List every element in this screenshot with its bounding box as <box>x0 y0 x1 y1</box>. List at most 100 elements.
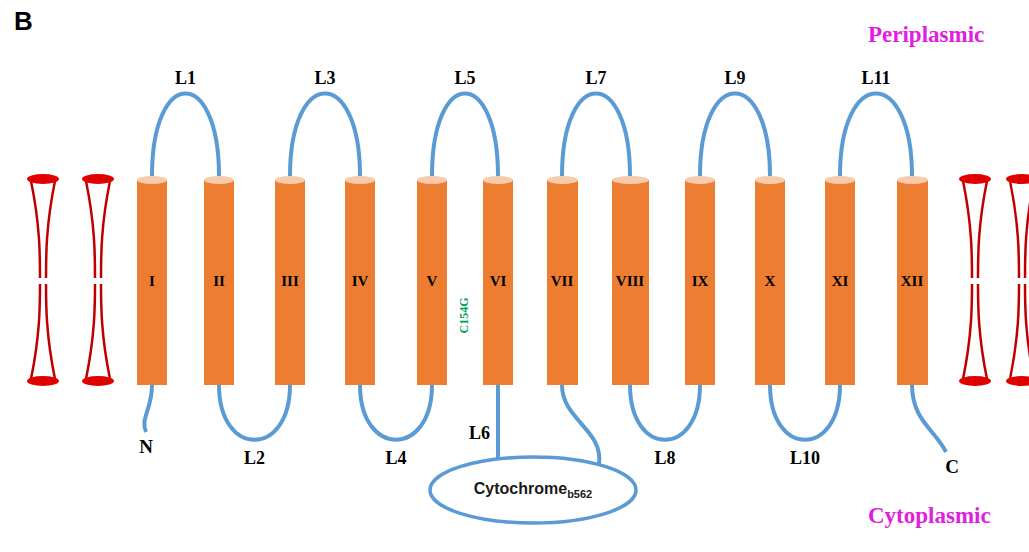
lipid-tail <box>46 284 55 379</box>
domain-name: Cytochrome <box>474 480 567 497</box>
loop-connector <box>290 94 360 177</box>
cylinder-cap <box>685 176 715 184</box>
ellipse-outline <box>430 457 636 523</box>
helix-number: IX <box>692 273 709 289</box>
loop-connector <box>152 94 219 177</box>
cylinder-cap <box>755 176 785 184</box>
helix-number: IV <box>352 273 369 289</box>
text-group: IV <box>352 272 369 290</box>
loop-label-wrap: L8 <box>654 448 675 469</box>
mutation-label-wrap: C154G <box>446 305 482 323</box>
loop-label-wrap: L9 <box>724 68 745 89</box>
loop-connector <box>562 385 599 465</box>
panel-letter: B <box>14 6 33 37</box>
loop-label: L3 <box>314 68 335 88</box>
lipid-tail <box>1010 181 1019 278</box>
cylinder-body <box>204 180 234 385</box>
loop-label: L1 <box>175 68 196 88</box>
lipid-tail <box>31 284 40 379</box>
text-group: IX <box>692 272 709 290</box>
lipid-head <box>27 174 59 184</box>
helix-number: X <box>765 273 776 289</box>
text-group: Cytochromeb562 <box>474 480 592 500</box>
cylinder-body <box>483 180 513 385</box>
loop-connector <box>770 385 840 440</box>
lipid-tail <box>1025 181 1029 278</box>
text-group: VI <box>490 272 507 290</box>
cylinder-cap <box>137 176 167 184</box>
cylinder-body <box>825 180 855 385</box>
loop-label: L6 <box>469 423 490 443</box>
cylinder-cap <box>825 176 855 184</box>
terminus-label-wrap: C <box>945 456 959 478</box>
text-group: X <box>765 272 776 290</box>
cylinder-cap <box>204 176 234 184</box>
terminus-label-wrap: N <box>139 436 153 458</box>
loop-label: L4 <box>385 448 406 468</box>
cylinder-body <box>612 180 649 385</box>
terminus-label: C <box>945 456 959 478</box>
lipid-head <box>1006 174 1029 184</box>
loop-label-wrap: L2 <box>244 448 265 469</box>
text-group: VIII <box>616 272 644 290</box>
helix-number: XII <box>901 273 924 289</box>
loop-label-wrap: L5 <box>454 68 475 89</box>
loop-label: L11 <box>861 68 890 88</box>
helix-cylinder: III <box>275 176 305 385</box>
loop-label-wrap: L4 <box>385 448 406 469</box>
region-label: Periplasmic <box>868 22 984 48</box>
lipid-tail <box>1025 284 1029 379</box>
loop-connector <box>219 385 290 440</box>
domain-subscript: b562 <box>567 488 592 500</box>
helix-number: VII <box>551 273 574 289</box>
helix-cylinder: V <box>417 176 447 385</box>
fusion-domain-ellipse: Cytochromeb562 <box>428 455 638 525</box>
text-group: XI <box>832 272 849 290</box>
helix-cylinder: VI <box>483 176 513 385</box>
cylinder-body <box>137 180 167 385</box>
text-group: V <box>427 272 438 290</box>
helix-number: V <box>427 273 438 289</box>
loop-connector <box>360 385 432 440</box>
helix-number: VIII <box>616 273 644 289</box>
c-terminus-tail <box>912 385 946 452</box>
lipid-tail <box>101 284 110 379</box>
cylinder-body <box>345 180 375 385</box>
n-terminus-tail <box>144 385 152 432</box>
cylinder-cap <box>547 176 578 184</box>
text-group: II <box>213 272 225 290</box>
cylinder-body <box>417 180 447 385</box>
cylinder-cap <box>275 176 305 184</box>
mutation-label: C154G <box>457 297 472 333</box>
lipid-tail <box>978 181 987 278</box>
cylinder-cap <box>612 176 649 184</box>
lipid-tail <box>46 181 55 278</box>
helix-number: XI <box>832 273 849 289</box>
loop-label-wrap: L6 <box>469 423 490 444</box>
terminus-label: N <box>139 436 153 458</box>
helix-cylinder: X <box>755 176 785 385</box>
loop-label-wrap: L11 <box>861 68 890 89</box>
text-group: VII <box>551 272 574 290</box>
loop-connector <box>700 94 770 177</box>
helix-cylinder: IV <box>345 176 375 385</box>
cylinder-cap <box>483 176 513 184</box>
lipid-head <box>82 376 114 386</box>
lipid-tail <box>86 284 95 379</box>
text-group: I <box>149 272 155 290</box>
region-label: Cytoplasmic <box>868 503 991 529</box>
region-label-wrap: Periplasmic <box>868 22 984 48</box>
helix-cylinder: XII <box>897 176 928 385</box>
lipid-head <box>959 376 991 386</box>
region-label-wrap: Cytoplasmic <box>868 503 991 529</box>
loop-connector <box>630 385 700 440</box>
cylinder-body <box>547 180 578 385</box>
loop-label: L7 <box>585 68 606 88</box>
lipid-tail <box>963 181 972 278</box>
loop-label: L10 <box>790 448 820 468</box>
lipid-tail <box>101 181 110 278</box>
loop-label: L5 <box>454 68 475 88</box>
loop-label: L8 <box>654 448 675 468</box>
lipid-tail <box>978 284 987 379</box>
helix-number: I <box>149 273 155 289</box>
